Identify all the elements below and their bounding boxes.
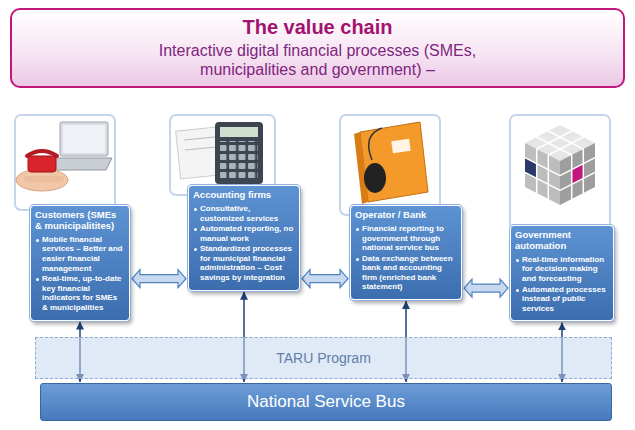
flow-arrow bbox=[302, 270, 348, 288]
bullet-text: Data exchange between bank and accountin… bbox=[355, 254, 457, 292]
orange-binder bbox=[360, 122, 428, 202]
cube-grid bbox=[525, 131, 595, 199]
red-phone bbox=[28, 156, 56, 172]
header-box: The value chainInteractive digital finan… bbox=[10, 8, 625, 88]
photo-frame bbox=[510, 115, 610, 230]
binder-label bbox=[391, 139, 410, 153]
photo-frame bbox=[170, 115, 275, 195]
bullet-text: Automated reporting, no manual work bbox=[193, 224, 295, 243]
box-heading: Accounting firms bbox=[193, 190, 295, 201]
photo-frame bbox=[340, 115, 440, 215]
calculator-buttons bbox=[220, 141, 258, 179]
cube-photo bbox=[510, 115, 610, 230]
header-subtitle: Interactive digital financial processes … bbox=[148, 41, 488, 79]
header-title: The value chain bbox=[22, 15, 613, 39]
bus-label: National Service Bus bbox=[247, 393, 405, 412]
mouse bbox=[364, 163, 386, 193]
calculator-photo bbox=[170, 115, 275, 195]
binder-photo bbox=[340, 115, 440, 215]
bullet-text: Standardized processes for municipal fin… bbox=[193, 244, 295, 282]
band-label: TARU Program bbox=[36, 351, 611, 366]
box-heading: Government automation bbox=[515, 230, 609, 252]
laptop-display bbox=[63, 125, 105, 153]
process-box: Government automationReal-time informati… bbox=[510, 225, 614, 321]
binder-spine bbox=[354, 132, 368, 204]
bullet-text: Real-time information for decision makin… bbox=[515, 255, 609, 284]
box-heading: Customers (SMEs & municipalitites) bbox=[35, 210, 125, 232]
customer-photo bbox=[15, 115, 115, 210]
bullet-text: Financial reporting to government throug… bbox=[355, 224, 457, 253]
laptop-screen bbox=[60, 122, 108, 156]
photo-frame bbox=[15, 115, 115, 210]
flow-arrow bbox=[132, 270, 186, 288]
process-box: Customers (SMEs & municipalitites) Mobile… bbox=[30, 205, 130, 321]
flow-arrow bbox=[464, 279, 508, 297]
phone-handset bbox=[27, 151, 57, 156]
calculator-body bbox=[215, 122, 263, 184]
box-heading: Operator / Bank bbox=[355, 210, 457, 221]
service-bus: National Service Bus bbox=[40, 383, 612, 421]
bullet-text: Consultative, customized services bbox=[193, 204, 295, 223]
mouse-cable bbox=[369, 128, 382, 160]
bullet-text: Automated processes instead of public se… bbox=[515, 285, 609, 314]
bullet-text: Mobile financial services – Better and e… bbox=[35, 235, 125, 273]
fingers bbox=[24, 176, 64, 182]
process-box: Accounting firmsConsultative, customized… bbox=[188, 185, 300, 291]
bullet-text: Real-time, up-to-date key financial indi… bbox=[35, 274, 125, 312]
process-box: Operator / BankFinancial reporting to go… bbox=[350, 205, 462, 300]
calculator-display bbox=[220, 127, 258, 137]
program-band: TARU Program bbox=[35, 337, 612, 379]
